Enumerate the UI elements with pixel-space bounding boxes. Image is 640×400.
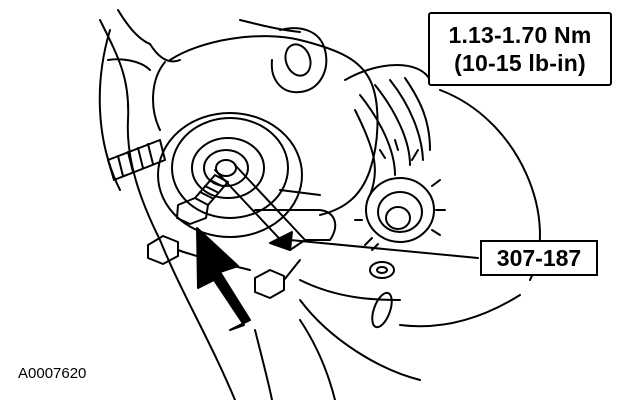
pulley	[157, 112, 303, 238]
engine-housing-outline	[98, 9, 421, 400]
bolt-lower	[254, 259, 301, 299]
bolt-upper	[176, 174, 229, 225]
tool-leader-line	[269, 231, 479, 259]
torque-spec-imperial: (10-15 lb-in)	[454, 50, 586, 76]
tool-number-callout: 307-187	[480, 240, 598, 276]
pin	[371, 291, 393, 329]
torque-spec-callout: 1.13-1.70 Nm (10-15 lb-in)	[428, 12, 612, 86]
figure-id-label: A0007620	[18, 365, 87, 382]
ribbed-section	[344, 64, 431, 196]
torque-spec-metric: 1.13-1.70 Nm	[448, 22, 592, 48]
pump-housing	[152, 27, 379, 216]
timing-cover-outline	[299, 89, 541, 328]
sensor-boss	[354, 139, 446, 251]
tool-number-label: 307-187	[496, 244, 582, 271]
washer	[369, 261, 395, 279]
stud	[107, 139, 166, 181]
direction-arrow	[196, 227, 251, 331]
